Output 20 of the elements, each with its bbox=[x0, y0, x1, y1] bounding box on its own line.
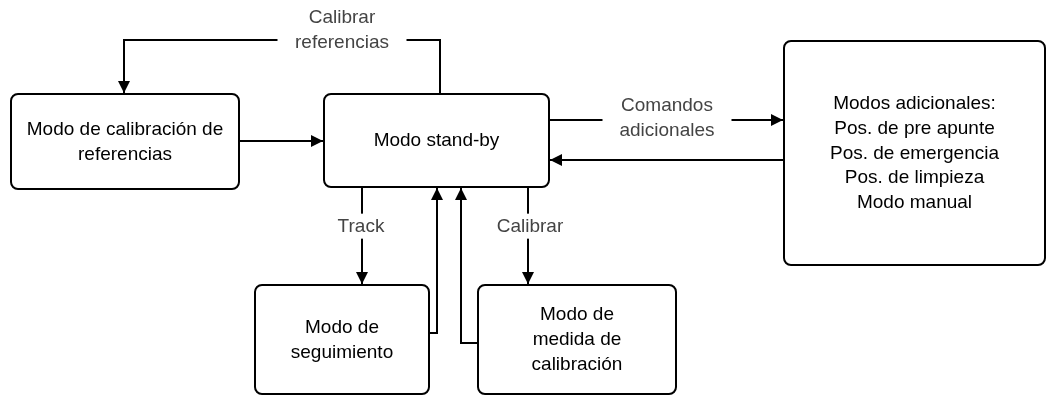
box-text: Pos. de limpieza bbox=[844, 165, 985, 190]
box-text: Modo de medida de calibración bbox=[530, 302, 624, 376]
box-heading: Modos adicionales: bbox=[833, 91, 996, 116]
process-box bbox=[10, 93, 240, 190]
arrow bbox=[549, 154, 784, 166]
process-box bbox=[323, 93, 550, 188]
edge-label: Track bbox=[335, 213, 387, 239]
box-text: Modo de seguimiento bbox=[289, 314, 395, 364]
arrow bbox=[239, 135, 324, 147]
process-box bbox=[783, 40, 1046, 266]
process-box bbox=[254, 284, 430, 395]
box-text: Modo de calibración de referencias bbox=[25, 116, 225, 166]
box-text: Modo stand-by bbox=[373, 128, 500, 153]
edge-label: Calibrar bbox=[494, 213, 566, 239]
process-box bbox=[477, 284, 677, 395]
box-text: Modo manual bbox=[856, 190, 973, 215]
box-text: Pos. de pre apunte bbox=[834, 115, 995, 140]
arrow bbox=[455, 187, 478, 344]
arrow bbox=[429, 187, 443, 334]
box-text: Pos. de emergencia bbox=[830, 140, 999, 165]
